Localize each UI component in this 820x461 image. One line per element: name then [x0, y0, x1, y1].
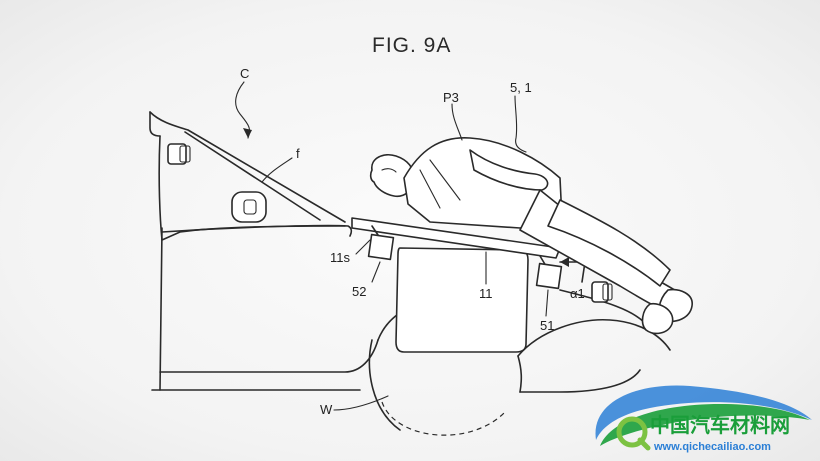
wheel-arch: [368, 339, 401, 431]
rail-bar: [351, 217, 561, 259]
label-airbag-edge: 11s: [330, 250, 350, 265]
angle-arrow-head: [560, 257, 569, 267]
leader-car-arrow: [243, 128, 252, 138]
pedestrian-torso: [403, 137, 563, 229]
airbag-panel: [395, 247, 529, 353]
label-wheel: W: [320, 402, 333, 417]
actuator-rear-box: [367, 233, 395, 261]
leader-52: [371, 261, 381, 283]
door-bottom: [159, 339, 379, 373]
watermark-swoosh-green: [600, 404, 810, 446]
bumper-lower: [519, 369, 641, 393]
pedestrian-arm: [469, 149, 549, 191]
label-angle: α1: [570, 286, 585, 301]
leader-51: [545, 289, 549, 317]
window-frame: [158, 135, 346, 241]
torso-fold-1: [419, 169, 441, 209]
door-rear-edge: [159, 227, 163, 391]
wheel-outline: [381, 401, 506, 436]
label-actuator-front: 51: [540, 318, 554, 333]
label-airbag: 11: [479, 286, 493, 301]
watermark-name: 中国汽车材料网: [650, 413, 790, 437]
label-pedestrian: P3: [443, 90, 459, 105]
side-mirror: [231, 191, 267, 223]
door-top: [161, 224, 353, 237]
leader-system: [514, 95, 527, 153]
watermark: 中国汽车材料网 www.qichecailiao.com: [595, 385, 812, 453]
wheel: [368, 339, 523, 436]
side-marker-rear: [167, 143, 187, 165]
windshield-inner: [184, 131, 321, 221]
watermark-url: www.qichecailiao.com: [653, 441, 771, 453]
label-car: C: [240, 66, 249, 81]
leader-wheel: [333, 395, 389, 411]
watermark-swoosh-blue: [595, 385, 812, 440]
figure-title: FIG. 9A: [372, 34, 451, 57]
leader-pedestrian: [451, 103, 463, 141]
torso-fold-2: [429, 159, 461, 201]
wheel-arch-front: [517, 355, 523, 393]
actuator-front-box: [535, 262, 563, 290]
watermark-logo-ring: [616, 416, 648, 448]
side-marker-front: [591, 281, 609, 303]
pedestrian: [369, 137, 693, 335]
leader-lines: [235, 81, 549, 411]
label-pillar: f: [296, 146, 300, 161]
side-marker-front-lens: [602, 283, 613, 301]
a-pillar-line: [149, 111, 346, 223]
label-actuator-rear: 52: [352, 284, 366, 299]
pedestrian-lower-leg: [547, 199, 671, 287]
label-system: 5, 1: [510, 80, 532, 95]
pedestrian-hair: [381, 168, 397, 173]
side-marker-rear-lens: [179, 145, 191, 163]
labels: C f P3 5, 1 11s 52 11 51 α1 W: [240, 66, 585, 417]
leader-pillar: [261, 157, 293, 183]
watermark-logo-tail: [637, 437, 651, 451]
airbag: [395, 247, 529, 353]
roof-edge: [149, 111, 161, 137]
leader-11s: [355, 239, 371, 255]
mirror-glass: [243, 199, 257, 215]
fender-line: [517, 319, 671, 357]
pedestrian-foot-2: [641, 302, 674, 335]
